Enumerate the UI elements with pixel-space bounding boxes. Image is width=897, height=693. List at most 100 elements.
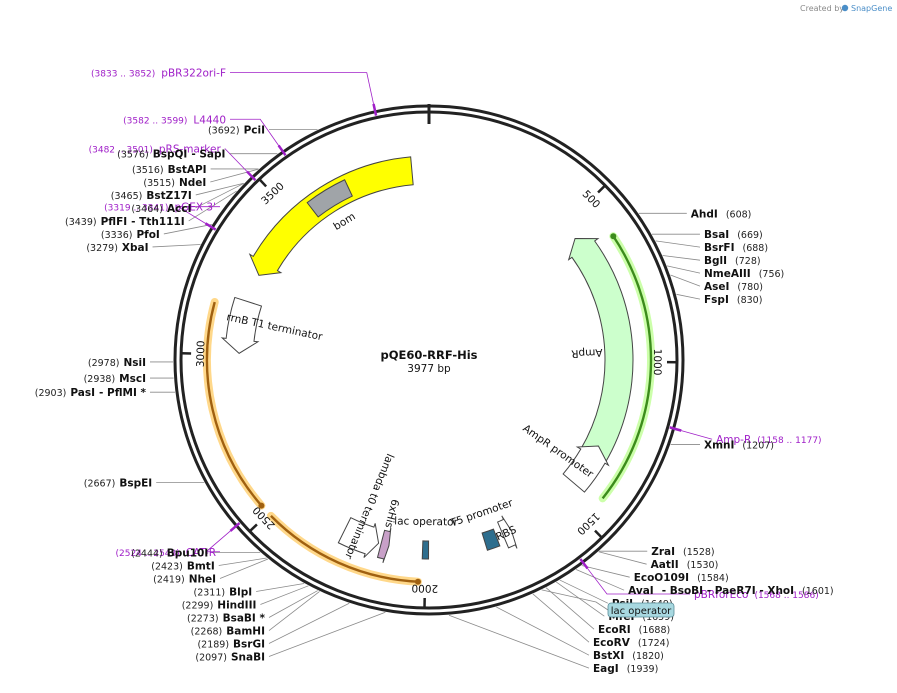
primer-prs-marker[interactable]: pRS-marker(3482 .. 3501)	[89, 143, 222, 155]
site-position: (2268)	[191, 627, 223, 638]
orf-arrowhead	[258, 502, 265, 509]
feature-bom[interactable]	[306, 179, 353, 218]
primer-range: (3482 .. 3501)	[89, 145, 153, 155]
site-bsai[interactable]: BsaI(669)	[704, 229, 763, 241]
site-bsrfi[interactable]: BsrFI(688)	[704, 242, 768, 254]
callout-box[interactable]	[607, 602, 675, 618]
primer-pbrforeco[interactable]: pBRforEco(1568 .. 1586)	[694, 589, 819, 601]
site-position: (2978)	[88, 358, 120, 369]
site-position: (780)	[737, 282, 763, 293]
site-nhei[interactable]: (2419)NheI	[153, 574, 216, 586]
site-avai[interactable]: AvaI- BsoBI - PaeR7I - XhoI(1601)	[628, 585, 834, 597]
site-eagi[interactable]: EagI(1939)	[593, 663, 658, 675]
site-position: (2444)	[131, 549, 163, 560]
site-name: NheI	[189, 574, 216, 586]
site-bamhi[interactable]: (2268)BamHI	[191, 626, 265, 638]
site-bgli[interactable]: BglI(728)	[704, 255, 761, 267]
tick-label: 1000	[651, 349, 663, 376]
site-name: BspEI	[119, 477, 152, 489]
orf-arc[interactable]	[205, 301, 263, 507]
primer-range: (3582 .. 3599)	[123, 116, 187, 126]
site-xmni[interactable]: XmnI(1207)	[704, 439, 774, 451]
site-leader	[662, 255, 701, 261]
site-snabi[interactable]: (2097)SnaBI	[195, 652, 265, 664]
primer-leader	[224, 148, 248, 172]
site-bstz17i[interactable]: (3465)BstZ17I	[111, 190, 192, 202]
feature-rbs[interactable]	[496, 515, 518, 549]
orf-arc[interactable]	[601, 235, 653, 500]
site-name: FspI	[704, 294, 729, 306]
site-pflfi[interactable]: (3439)PflFI- Tth111I	[65, 216, 185, 228]
site-pasi[interactable]: (2903)PasI- PflMI *	[35, 387, 147, 399]
orf-arc[interactable]	[270, 515, 419, 583]
site-xbai[interactable]: (3279)XbaI	[86, 242, 148, 254]
site-name: ZraI	[651, 546, 675, 558]
site-position: (830)	[737, 295, 763, 306]
site-name: EagI	[593, 663, 619, 675]
primer-amp-r[interactable]: Amp-R(1158 .. 1177)	[716, 434, 821, 446]
site-leader	[559, 579, 608, 604]
feature-ori[interactable]	[248, 156, 414, 276]
credit: Created by SnapGene	[800, 4, 892, 13]
site-ahdi[interactable]: AhdI(608)	[691, 208, 752, 220]
site-bmti[interactable]: (2423)BmtI	[151, 561, 214, 573]
primer-l4440[interactable]: L4440(3582 .. 3599)	[123, 114, 226, 126]
site-bsrgi[interactable]: (2189)BsrGI	[197, 639, 265, 651]
site-nsii[interactable]: (2978)NsiI	[88, 357, 146, 369]
site-leader	[581, 565, 630, 578]
feature-label-bom: bom	[331, 211, 357, 233]
site-zrai[interactable]: ZraI (1528)	[651, 546, 714, 558]
site-name: BsaI	[704, 229, 729, 241]
primer-mark	[204, 222, 217, 231]
site-alias: - BsoBI - PaeR7I - XhoI	[662, 585, 794, 597]
site-pcii[interactable]: (3692)PciI	[208, 125, 265, 137]
site-ndei[interactable]: (3515)NdeI	[143, 177, 206, 189]
site-hindiii[interactable]: (2299)HindIII	[182, 600, 257, 612]
site-position: (608)	[726, 209, 752, 220]
lac-operator-callout[interactable]: lac operator	[541, 589, 675, 618]
tick-label: 2000	[411, 582, 438, 594]
feature-6xhis[interactable]	[376, 527, 392, 563]
site-position: (1601)	[802, 586, 834, 597]
primer-pgex-3[interactable]: pGEX 3'(3319 .. 3341)	[104, 202, 216, 214]
primer-cat-r[interactable]: CAT-R(2524 .. 2543)	[115, 547, 216, 559]
site-asei[interactable]: AseI(780)	[704, 281, 763, 293]
primer-leader	[587, 568, 690, 595]
site-bpu10i[interactable]: (2444) Bpu10I	[131, 548, 208, 560]
site-ecoo109i[interactable]: EcoO109I(1584)	[634, 572, 729, 584]
feature-ampr-promoter[interactable]	[562, 445, 610, 493]
primer-leader	[205, 530, 231, 553]
site-ecori[interactable]: EcoRI(1688)	[598, 624, 670, 636]
primer-pbr322ori-f[interactable]: pBR322ori-F(3833 .. 3852)	[91, 68, 226, 80]
site-name: BstXI	[593, 650, 624, 662]
site-bsabi[interactable]: (2273)BsaBI *	[187, 613, 265, 625]
site-bstapi[interactable]: (3516)BstAPI	[132, 164, 207, 176]
site-leader	[496, 606, 590, 656]
plasmid-length: 3977 bp	[407, 363, 451, 375]
site-fspi[interactable]: FspI (830)	[704, 294, 762, 306]
site-ecorv[interactable]: EcoRV(1724)	[593, 637, 669, 649]
site-aatii[interactable]: AatII(1530)	[651, 559, 719, 571]
feature-rrnb-t1-terminator[interactable]	[220, 296, 263, 354]
site-blpi[interactable]: (2311)BlpI	[194, 587, 253, 599]
site-name: BspQI	[153, 149, 188, 161]
site-nmeaiii[interactable]: NmeAIII(756)	[704, 268, 784, 280]
site-bstxi[interactable]: BstXI(1820)	[593, 650, 664, 662]
site-msci[interactable]: (2938)MscI	[84, 373, 146, 385]
site-position: (3576)	[117, 150, 149, 161]
feature-t5-promoter[interactable]	[481, 528, 501, 551]
site-leader	[676, 293, 701, 300]
feature-lambda-t0-terminator[interactable]	[337, 516, 380, 558]
site-leader	[575, 569, 625, 591]
site-bspei[interactable]: (2667)BspEI	[84, 477, 152, 489]
site-acci[interactable]: (3464)AccI	[131, 203, 191, 215]
site-name: Bpu10I	[167, 548, 209, 560]
site-name: SnaBI	[231, 652, 265, 664]
site-pfoi[interactable]: (3336)PfoI	[101, 229, 160, 241]
site-bspqi[interactable]: (3576)BspQI- SapI	[117, 149, 225, 161]
feature-lac-operator[interactable]	[421, 540, 430, 560]
site-name: BsaBI *	[223, 613, 266, 625]
site-name: BamHI	[226, 626, 265, 638]
site-position: (1528)	[683, 547, 715, 558]
site-leader	[268, 602, 350, 644]
